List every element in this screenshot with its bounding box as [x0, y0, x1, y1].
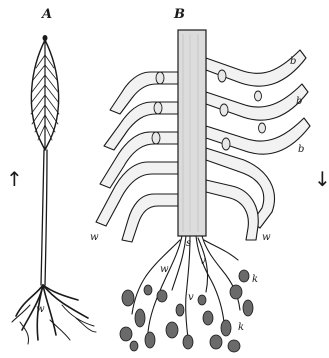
panel-b-axis: b b b w w w v v k k s [90, 30, 310, 352]
label-v-lower: v [188, 292, 194, 303]
label-b-lower: b [298, 144, 304, 155]
label-w-center: w [160, 264, 169, 275]
label-b-top: b [290, 56, 296, 67]
label-v-upper: v [200, 256, 206, 267]
panel-b-label: B [173, 7, 185, 22]
label-k-lower: k [238, 322, 244, 333]
arrow-down-icon: ↓ [314, 167, 329, 191]
seedling-roots [12, 285, 96, 344]
root-tubers [120, 270, 253, 352]
label-w-right: w [262, 232, 271, 243]
label-b-middle: b [296, 96, 302, 107]
panel-a-seedling: w [12, 35, 96, 344]
main-axis [178, 30, 206, 236]
seedling-stem [41, 150, 47, 285]
branch-right-3 [206, 118, 310, 154]
panel-a-label: A [40, 7, 52, 22]
label-k-upper: k [252, 274, 258, 285]
label-w-panel-a: w [36, 304, 45, 315]
branch-left-5 [122, 194, 178, 242]
label-w-left: w [90, 232, 99, 243]
seedling-leaf [31, 35, 59, 150]
arrow-up-icon: ↑ [6, 167, 23, 191]
label-s: s [186, 238, 191, 249]
branch-right-5 [206, 180, 258, 240]
leaf-tip-bud [43, 35, 48, 41]
